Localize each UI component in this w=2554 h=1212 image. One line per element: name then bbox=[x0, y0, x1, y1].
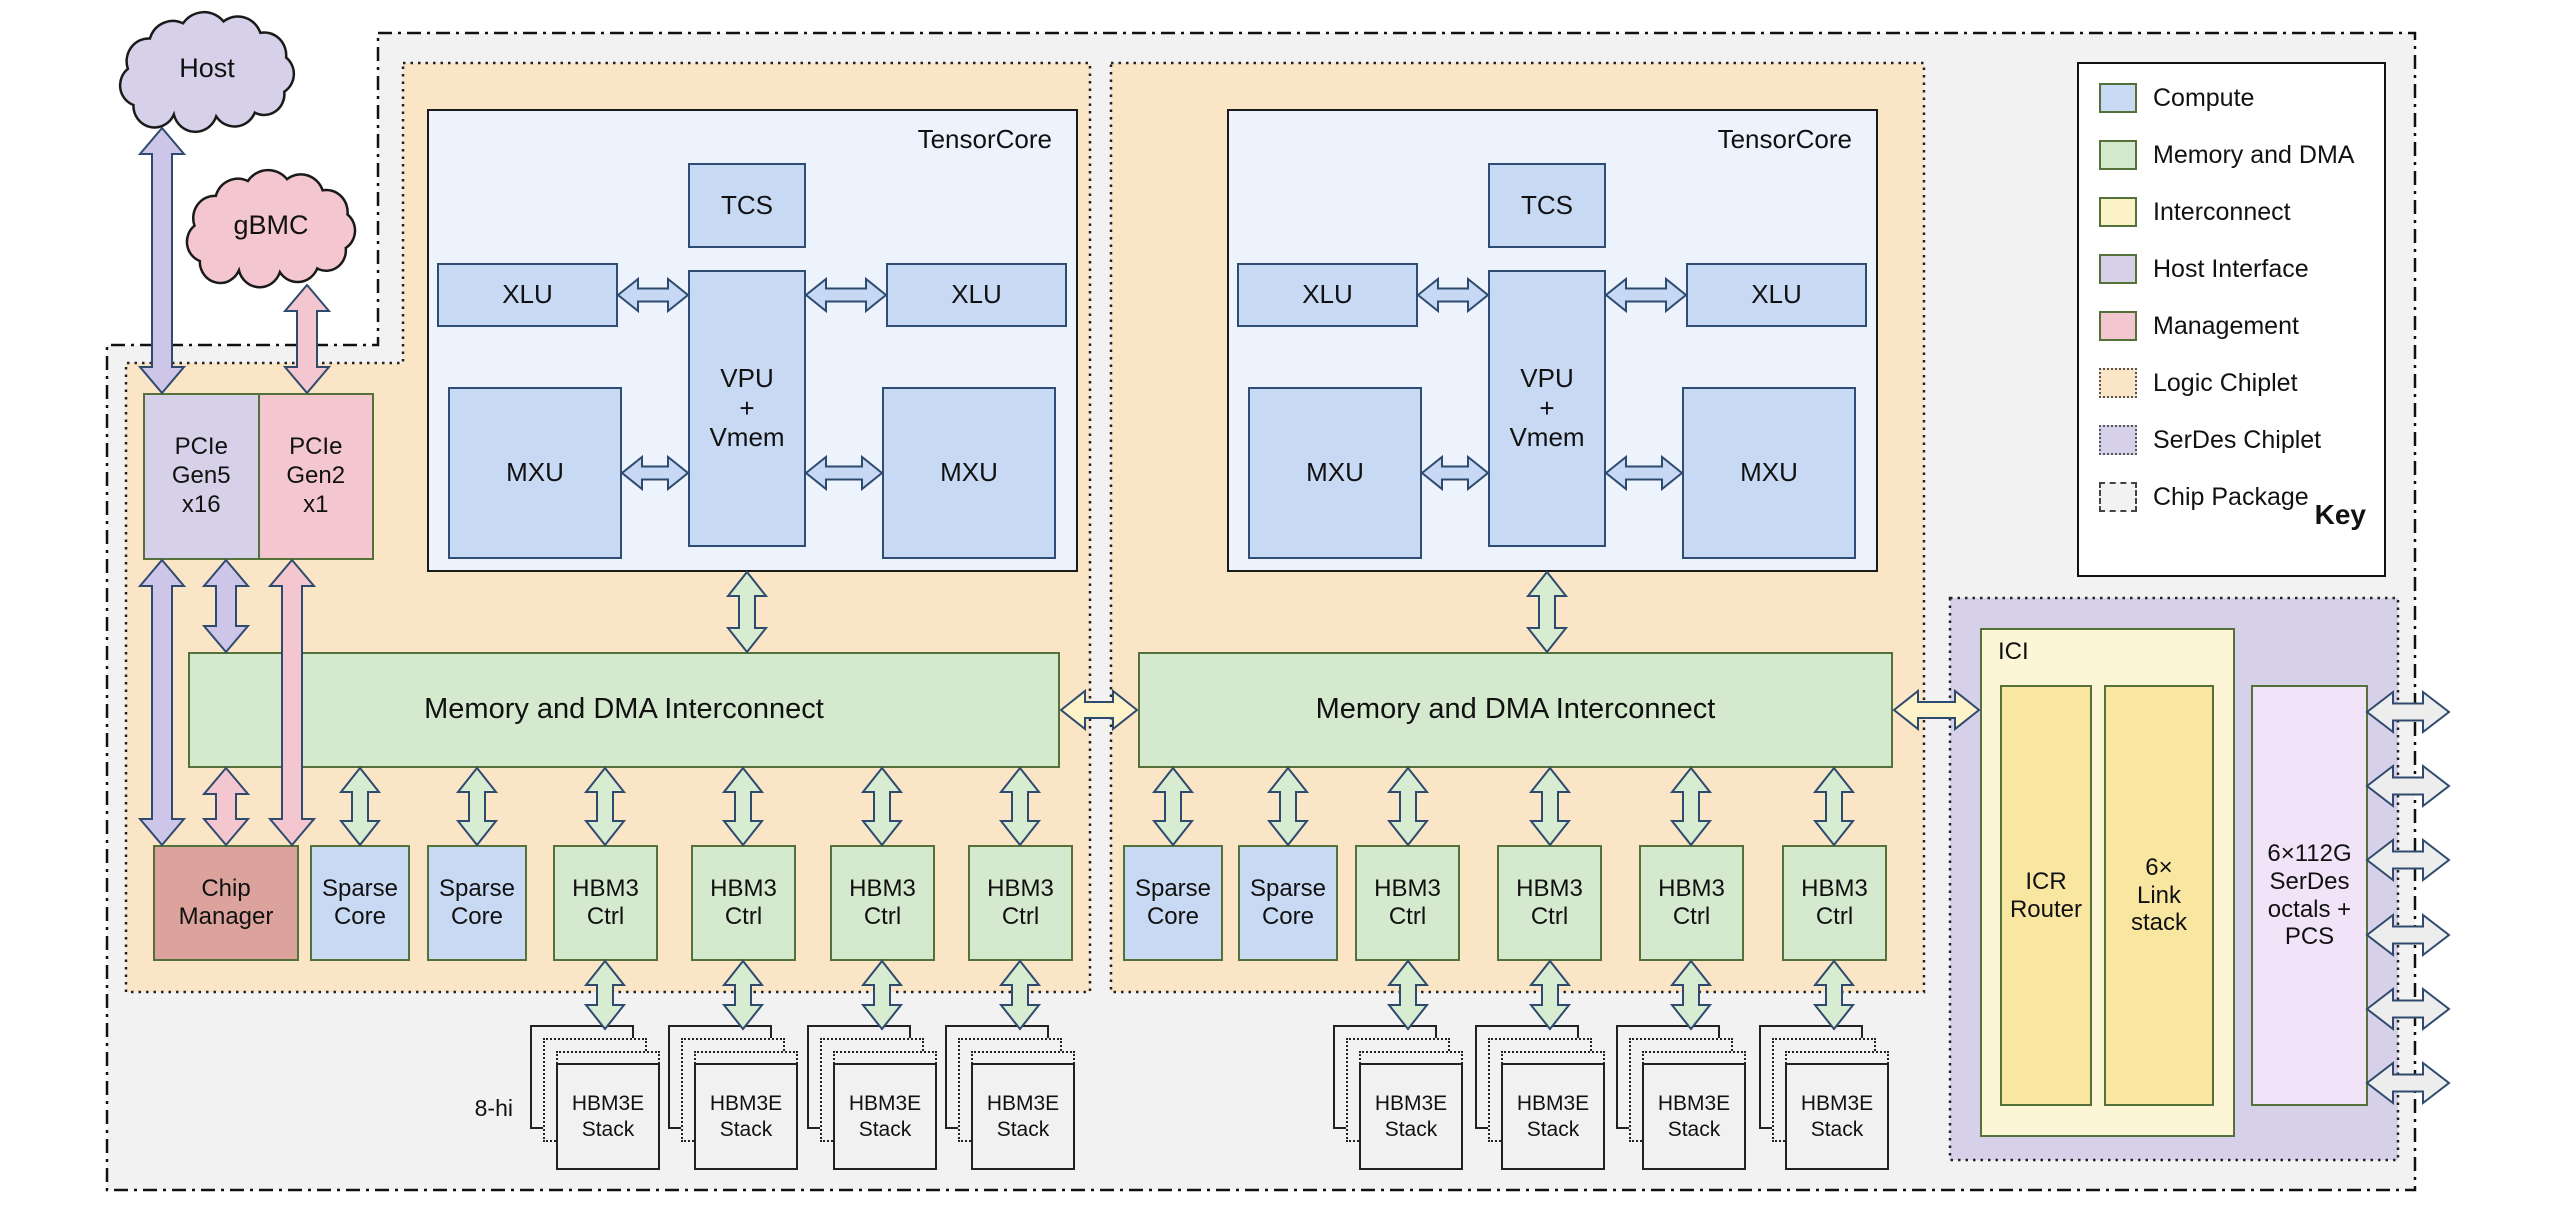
stack-layer-front: HBM3E Stack bbox=[694, 1063, 798, 1170]
ici-label: ICI bbox=[1998, 638, 2029, 665]
hbm3e-stack-6: HBM3E Stack bbox=[1475, 1025, 1625, 1173]
hbm3-ctrl-2-2: HBM3 Ctrl bbox=[1497, 845, 1602, 961]
hbm3-ctrl-1-4: HBM3 Ctrl bbox=[968, 845, 1073, 961]
hbm3-ctrl-2-1: HBM3 Ctrl bbox=[1355, 845, 1460, 961]
hbm3e-stack-5: HBM3E Stack bbox=[1333, 1025, 1483, 1173]
key-label: Compute bbox=[2153, 83, 2255, 112]
chip-package-swatch bbox=[2099, 482, 2137, 512]
host-cloud-label: Host bbox=[179, 53, 235, 84]
key-row-host-interface: Host Interface bbox=[2099, 253, 2309, 285]
gbmc-cloud-label: gBMC bbox=[233, 209, 309, 240]
hbm3-ctrl-1-3: HBM3 Ctrl bbox=[830, 845, 935, 961]
key-row-logic-chiplet: Logic Chiplet bbox=[2099, 367, 2298, 399]
stack-height-label: 8-hi bbox=[474, 1095, 513, 1121]
stack-layer-front: HBM3E Stack bbox=[1785, 1063, 1889, 1170]
xlu-1-left: XLU bbox=[437, 263, 618, 327]
host-interface-swatch bbox=[2099, 254, 2137, 284]
link-stack: 6× Link stack bbox=[2104, 685, 2214, 1106]
key-label: Host Interface bbox=[2153, 254, 2309, 283]
key-label: Memory and DMA bbox=[2153, 140, 2355, 169]
key-row-memory: Memory and DMA bbox=[2099, 139, 2354, 171]
hbm3e-stack-7: HBM3E Stack bbox=[1616, 1025, 1766, 1173]
chip-manager: Chip Manager bbox=[153, 845, 299, 961]
hbm3-ctrl-2-3: HBM3 Ctrl bbox=[1639, 845, 1744, 961]
sparse-core-2-1: Sparse Core bbox=[1123, 845, 1223, 961]
hbm3-ctrl-1-2: HBM3 Ctrl bbox=[691, 845, 796, 961]
icr-router: ICR Router bbox=[2000, 685, 2092, 1106]
tensorcore-2-label: TensorCore bbox=[1717, 124, 1852, 154]
stack-layer-front: HBM3E Stack bbox=[971, 1063, 1075, 1170]
key-row-serdes-chiplet: SerDes Chiplet bbox=[2099, 424, 2321, 456]
stack-layer-front: HBM3E Stack bbox=[1642, 1063, 1746, 1170]
key-label: SerDes Chiplet bbox=[2153, 425, 2322, 454]
management-swatch bbox=[2099, 311, 2137, 341]
hbm3e-stack-3: HBM3E Stack bbox=[807, 1025, 957, 1173]
pcie-block: PCIe Gen5 x16 PCIe Gen2 x1 bbox=[143, 393, 374, 560]
tcs-2: TCS bbox=[1488, 163, 1606, 248]
serdes-octals-pcs: 6×112G SerDes octals + PCS bbox=[2251, 685, 2368, 1106]
key-title: Key bbox=[2314, 499, 2366, 530]
mxu-2-right: MXU bbox=[1682, 387, 1856, 559]
hbm3e-stack-8: HBM3E Stack bbox=[1759, 1025, 1909, 1173]
interconnect-swatch bbox=[2099, 197, 2137, 227]
stack-layer-front: HBM3E Stack bbox=[556, 1063, 660, 1170]
sparse-core-2-2: Sparse Core bbox=[1238, 845, 1338, 961]
compute-swatch bbox=[2099, 83, 2137, 113]
tcs-1: TCS bbox=[688, 163, 806, 248]
vpu-vmem-2: VPU + Vmem bbox=[1488, 270, 1606, 547]
xlu-1-right: XLU bbox=[886, 263, 1067, 327]
hbm3e-stack-4: HBM3E Stack bbox=[945, 1025, 1095, 1173]
key-box: Compute Memory and DMA Interconnect Host… bbox=[2077, 62, 2386, 577]
mem-dma-interconnect-2: Memory and DMA Interconnect bbox=[1138, 652, 1893, 768]
pcie-gen2-x1: PCIe Gen2 x1 bbox=[257, 395, 372, 558]
hbm3-ctrl-1-1: HBM3 Ctrl bbox=[553, 845, 658, 961]
serdes-chiplet-swatch bbox=[2099, 425, 2137, 455]
xlu-2-left: XLU bbox=[1237, 263, 1418, 327]
tensorcore-1-label: TensorCore bbox=[917, 124, 1052, 154]
host-cloud bbox=[120, 12, 294, 132]
vpu-vmem-1: VPU + Vmem bbox=[688, 270, 806, 547]
mxu-1-right: MXU bbox=[882, 387, 1056, 559]
xlu-2-right: XLU bbox=[1686, 263, 1867, 327]
stack-layer-front: HBM3E Stack bbox=[833, 1063, 937, 1170]
key-row-management: Management bbox=[2099, 310, 2299, 342]
key-row-compute: Compute bbox=[2099, 82, 2254, 114]
hbm3-ctrl-2-4: HBM3 Ctrl bbox=[1782, 845, 1887, 961]
mxu-2-left: MXU bbox=[1248, 387, 1422, 559]
hbm3e-stack-2: HBM3E Stack bbox=[668, 1025, 818, 1173]
key-label: Interconnect bbox=[2153, 197, 2291, 226]
stack-layer-front: HBM3E Stack bbox=[1501, 1063, 1605, 1170]
logic-chiplet-swatch bbox=[2099, 368, 2137, 398]
key-label: Management bbox=[2153, 311, 2299, 340]
hbm3e-stack-1: HBM3E Stack bbox=[530, 1025, 680, 1173]
key-row-chip-package: Chip Package bbox=[2099, 481, 2309, 513]
sparse-core-1-2: Sparse Core bbox=[427, 845, 527, 961]
memory-swatch bbox=[2099, 140, 2137, 170]
mxu-1-left: MXU bbox=[448, 387, 622, 559]
key-label: Logic Chiplet bbox=[2153, 368, 2298, 397]
mem-dma-interconnect-1: Memory and DMA Interconnect bbox=[188, 652, 1060, 768]
pcie-gen5-x16: PCIe Gen5 x16 bbox=[145, 395, 258, 558]
stack-layer-front: HBM3E Stack bbox=[1359, 1063, 1463, 1170]
sparse-core-1-1: Sparse Core bbox=[310, 845, 410, 961]
key-label: Chip Package bbox=[2153, 482, 2309, 511]
gbmc-cloud bbox=[187, 170, 355, 287]
key-row-interconnect: Interconnect bbox=[2099, 196, 2291, 228]
